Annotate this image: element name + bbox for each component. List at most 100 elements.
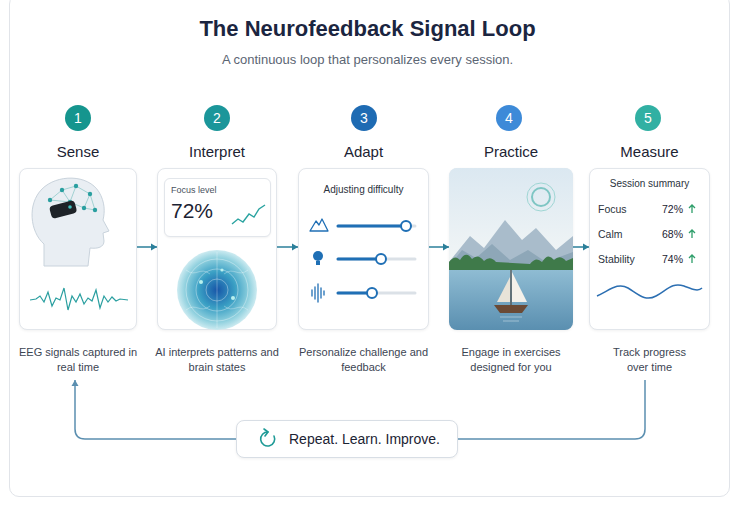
trend-up-arrow <box>689 230 695 238</box>
step-heading: Interpret <box>137 142 297 162</box>
step-number: 1 <box>74 111 82 125</box>
step-description: Personalize challenge and feedback <box>298 345 430 375</box>
brain-glow <box>231 296 235 300</box>
step-number-circle: 1 <box>65 105 91 131</box>
trend-up-arrow <box>689 205 695 213</box>
measure-illustration <box>597 205 702 298</box>
slider-fill <box>338 292 372 295</box>
step-card: PracticeEngage in exercises designed for… <box>449 140 573 380</box>
refresh-head <box>264 429 268 436</box>
connector-line <box>429 246 449 248</box>
flow-connector <box>458 380 645 439</box>
brain-ring <box>206 279 228 301</box>
head-illustration <box>30 178 128 310</box>
trend-up-arrow <box>689 255 695 263</box>
tree-line <box>449 255 573 271</box>
arrow-head <box>292 244 298 251</box>
brain-node <box>60 188 64 192</box>
step-description: Track progress over time <box>602 345 698 375</box>
step-heading: Adapt <box>278 142 449 162</box>
sound-icon <box>312 284 324 302</box>
diagram-subtitle: A continuous loop that personalizes ever… <box>0 52 735 68</box>
card-caption: Adjusting difficulty <box>298 184 429 196</box>
brain-ring <box>196 269 238 311</box>
bulb-base <box>316 261 320 265</box>
step-card: AdaptAdjusting difficultyPersonalize cha… <box>298 140 429 380</box>
loop-motto: Repeat. Learn. Improve. <box>289 430 440 448</box>
connector-line <box>75 380 236 439</box>
step-number-circle: 5 <box>635 105 661 131</box>
slider-track <box>338 292 415 295</box>
connector-line <box>277 246 298 248</box>
headset-device <box>49 200 77 219</box>
brain-map <box>177 250 257 330</box>
step-heading: Practice <box>429 142 593 162</box>
slider-track <box>338 258 415 261</box>
practice-illustration <box>449 168 573 330</box>
flow-connector <box>573 244 589 251</box>
focus-readout: Focus level <box>171 185 217 196</box>
slider-knob <box>367 288 377 298</box>
card-panel <box>589 168 710 330</box>
head-profile <box>32 178 109 266</box>
summary-cell: 68% <box>653 228 683 240</box>
headset-light <box>68 205 72 209</box>
summary-cell: 72% <box>653 203 683 215</box>
connector-line <box>573 246 589 248</box>
brain-node <box>88 192 92 196</box>
boat-reflection <box>500 317 522 321</box>
bulb-icon <box>313 251 323 261</box>
slider-knob <box>401 221 411 231</box>
arrow-head <box>72 380 79 386</box>
step-number-circle: 4 <box>496 105 522 131</box>
progress-wave <box>597 285 702 298</box>
adapt-illustration <box>310 219 415 302</box>
flow-connector <box>429 244 449 251</box>
slider-fill <box>338 258 381 261</box>
arrow-head <box>583 244 589 251</box>
flow-connector <box>277 244 298 251</box>
flow-connector <box>72 380 237 439</box>
focus-ring <box>532 188 550 206</box>
focus-sparkline <box>232 205 265 224</box>
card-panel <box>19 168 137 330</box>
boat-sail <box>497 277 510 302</box>
brain-node <box>93 208 97 212</box>
connector-line <box>137 246 157 248</box>
repeat-icon <box>261 429 275 446</box>
card-panel <box>449 168 573 330</box>
summary-cell: Focus <box>598 203 658 215</box>
focus-box: Focus level 72% <box>164 178 271 237</box>
interpret-illustration <box>177 205 265 330</box>
far-mountains <box>449 220 573 268</box>
card-caption: Session summary <box>589 178 710 190</box>
brain-ring <box>186 259 248 321</box>
boat-mast <box>511 270 512 305</box>
refresh-arc <box>261 432 275 446</box>
step-description: Engage in exercises designed for you <box>451 345 571 375</box>
slider-track <box>338 225 415 228</box>
brain-node <box>82 206 86 210</box>
loop-pill: Repeat. Learn. Improve. <box>236 420 458 458</box>
step-card: InterpretAI interprets patterns and brai… <box>157 140 277 380</box>
boat-hull <box>494 305 528 313</box>
arrow-head <box>151 244 157 251</box>
step-description: EEG signals captured in real time <box>16 345 140 375</box>
slider-fill <box>338 225 406 228</box>
focus-readout: 72% <box>171 199 213 223</box>
boat-sail <box>512 272 527 302</box>
brain-fold <box>186 252 248 328</box>
brain-node <box>68 200 72 204</box>
brain-network <box>50 186 95 210</box>
focus-ring <box>527 183 555 211</box>
step-number: 3 <box>360 111 368 125</box>
step-number: 5 <box>644 111 652 125</box>
step-number-circle: 2 <box>204 105 230 131</box>
brain-node <box>48 198 52 202</box>
arrow-head <box>443 244 449 251</box>
summary-cell: Stability <box>598 253 658 265</box>
step-heading: Sense <box>0 142 157 162</box>
step-number-circle: 3 <box>351 105 377 131</box>
brain-node <box>74 184 78 188</box>
